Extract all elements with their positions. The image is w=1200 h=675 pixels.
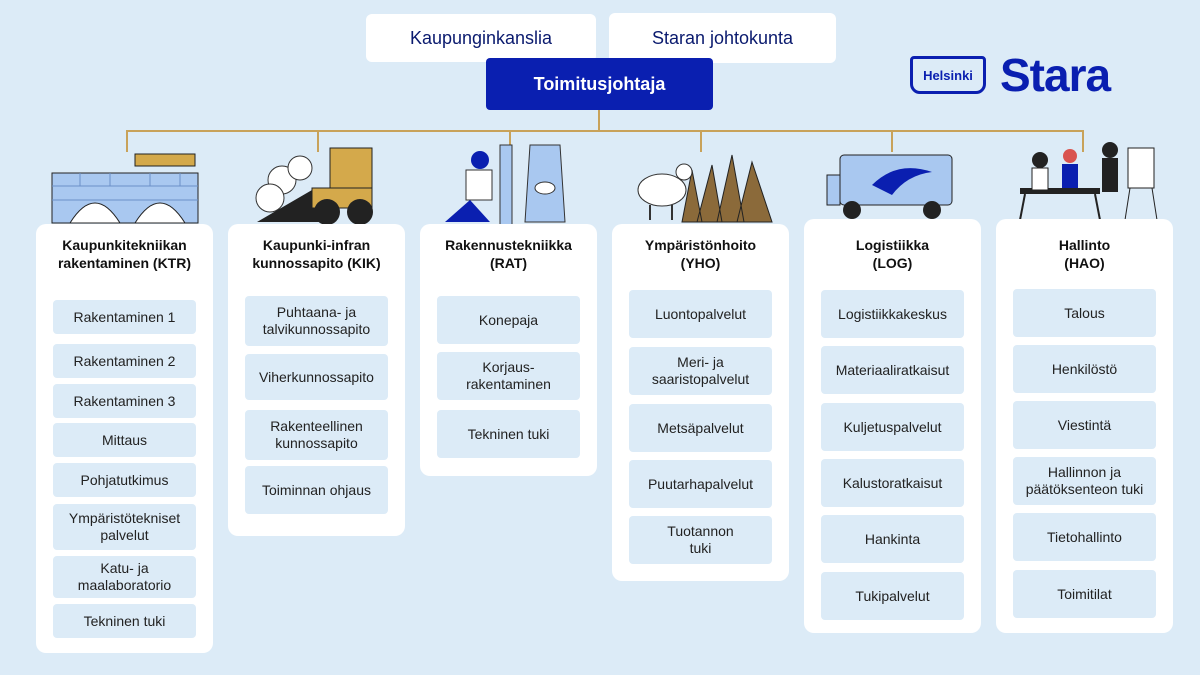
sheep-forest-illustration: [637, 154, 773, 223]
unit-item: Ympäristötekniset palvelut: [53, 504, 196, 550]
unit-item: Konepaja: [437, 296, 580, 344]
dept-title: Kaupunki-infran kunnossapito (KIK): [252, 237, 381, 271]
dept-title: Rakennustekniikka (RAT): [445, 237, 572, 271]
unit-item: Rakenteellinen kunnossapito: [245, 410, 388, 460]
dept-yho: Ympäristönhoito (YHO) Luontopalvelut Mer…: [612, 224, 789, 581]
dept-title: Hallinto (HAO): [1058, 237, 1111, 271]
dept-title: Ympäristönhoito (YHO): [644, 237, 757, 271]
logo: Helsinki Stara: [910, 48, 1111, 102]
office-label: Kaupunginkanslia: [409, 27, 553, 48]
ceo-label: Toimitusjohtaja: [533, 73, 666, 94]
unit-item: Viestintä: [1013, 401, 1156, 449]
unit-item: Logistiikkakeskus: [821, 290, 964, 338]
dept-hao: Hallinto (HAO) Talous Henkilöstö Viestin…: [996, 219, 1173, 633]
dept-rat: Rakennustekniikka (RAT) Konepaja Korjaus…: [420, 224, 597, 476]
helsinki-logo: Helsinki: [910, 56, 986, 94]
board-label: Staran johtokunta: [651, 27, 794, 48]
unit-item: Pohjatutkimus: [53, 463, 196, 497]
unit-item: Korjaus-rakentaminen: [437, 352, 580, 400]
unit-item: Mittaus: [53, 423, 196, 457]
unit-item: Puhtaana- ja talvikunnossapito: [245, 296, 388, 346]
unit-item: Toimitilat: [1013, 570, 1156, 618]
dept-kik: Kaupunki-infran kunnossapito (KIK) Puhta…: [228, 224, 405, 536]
dept-ktr: Kaupunkitekniikan rakentaminen (KTR) Rak…: [36, 224, 213, 653]
connector-drop: [700, 130, 702, 152]
unit-item: Puutarhapalvelut: [629, 460, 772, 508]
dept-title: Kaupunkitekniikan rakentaminen (KTR): [57, 237, 192, 271]
unit-item: Rakentaminen 2: [53, 344, 196, 378]
unit-item: Tuotannon tuki: [629, 516, 772, 564]
unit-item: Toiminnan ohjaus: [245, 466, 388, 514]
unit-item: Tekninen tuki: [53, 604, 196, 638]
connector-drop: [509, 130, 511, 152]
unit-item: Kuljetuspalvelut: [821, 403, 964, 451]
unit-item: Materiaaliratkaisut: [821, 346, 964, 394]
unit-item: Metsäpalvelut: [629, 404, 772, 452]
bridge-illustration: [51, 153, 199, 224]
unit-item: Luontopalvelut: [629, 290, 772, 338]
unit-item: Hankinta: [821, 515, 964, 563]
unit-item: Katu- ja maalaboratorio: [53, 556, 196, 598]
connector-horizontal: [126, 130, 1084, 132]
unit-item: Kalustoratkaisut: [821, 459, 964, 507]
truck-illustration: [826, 154, 953, 219]
stara-logo: Stara: [1000, 49, 1111, 101]
connector-vertical: [598, 110, 600, 132]
connector-drop: [891, 130, 893, 152]
unit-item: Talous: [1013, 289, 1156, 337]
unit-item: Rakentaminen 3: [53, 384, 196, 418]
board-box: Staran johtokunta: [609, 13, 836, 63]
unit-item: Meri- ja saaristopalvelut: [629, 347, 772, 395]
dept-log: Logistiikka (LOG) Logistiikkakeskus Mate…: [804, 219, 981, 633]
unit-item: Henkilöstö: [1013, 345, 1156, 393]
office-box: Kaupunginkanslia: [366, 14, 596, 62]
unit-item: Rakentaminen 1: [53, 300, 196, 334]
connector-drop: [317, 130, 319, 152]
construction-worker-illustration: [445, 144, 566, 226]
unit-item: Tietohallinto: [1013, 513, 1156, 561]
ceo-box: Toimitusjohtaja: [486, 58, 713, 110]
unit-item: Tukipalvelut: [821, 572, 964, 620]
unit-item: Viherkunnossapito: [245, 354, 388, 400]
office-people-illustration: [1019, 142, 1158, 221]
dept-title: Logistiikka (LOG): [855, 237, 930, 271]
snowplow-illustration: [255, 147, 373, 225]
unit-item: Hallinnon ja päätöksenteon tuki: [1013, 457, 1156, 505]
unit-item: Tekninen tuki: [437, 410, 580, 458]
connector-drop: [126, 130, 128, 152]
connector-drop: [1082, 130, 1084, 152]
